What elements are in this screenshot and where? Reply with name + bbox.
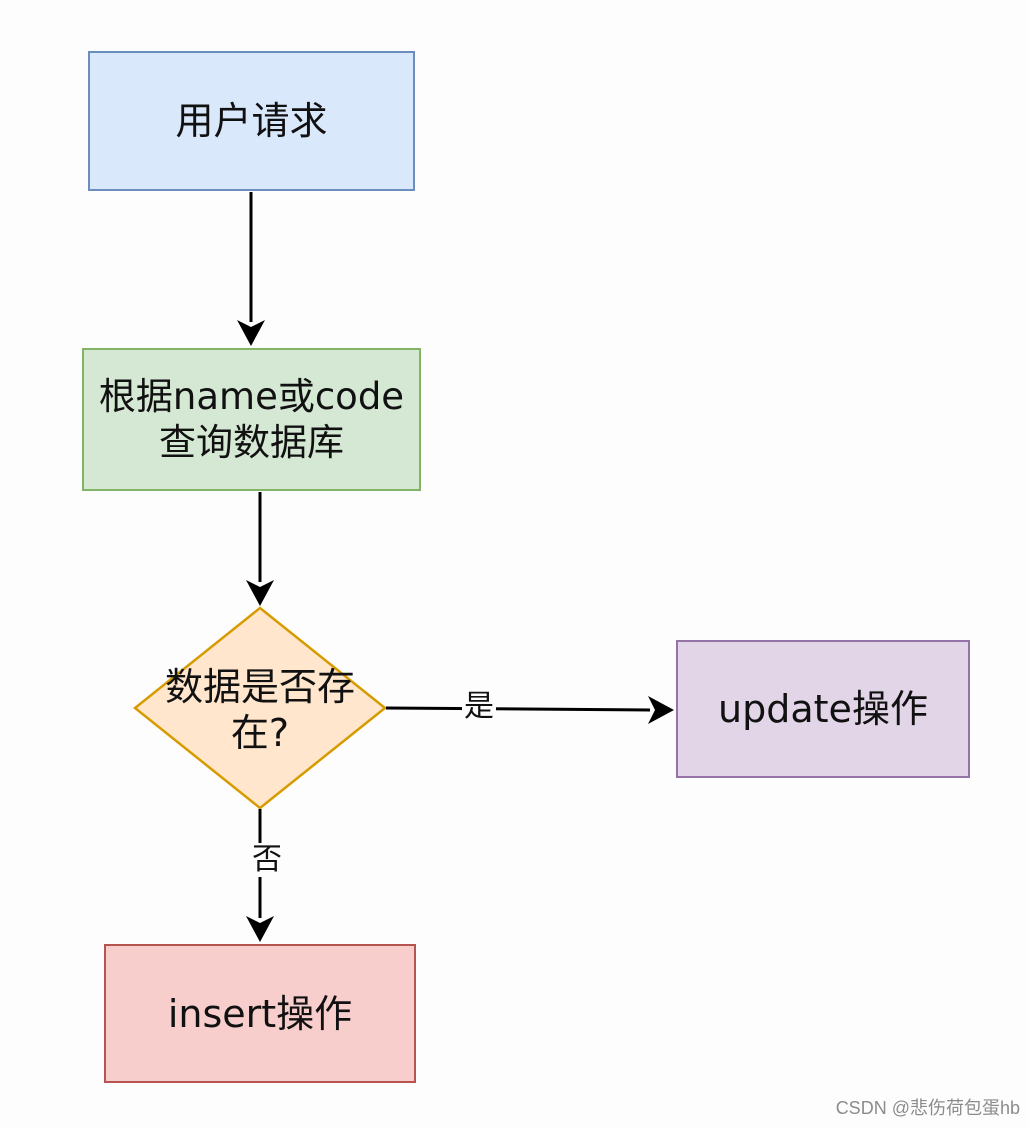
query-database-node: 根据name或code 查询数据库	[82, 348, 421, 491]
query-database-label-line1: 根据name或code	[98, 374, 405, 418]
arrowhead-decision-to-update	[648, 696, 674, 724]
user-request-label: 用户请求	[175, 99, 328, 143]
update-operation-label: update操作	[718, 687, 928, 731]
edge-label-yes: 是	[462, 689, 496, 724]
user-request-node: 用户请求	[88, 51, 415, 191]
csdn-watermark: CSDN @悲伤荷包蛋hb	[835, 1098, 1020, 1118]
edge-label-no: 否	[250, 842, 284, 877]
decision-label-line2: 在?	[230, 711, 290, 755]
edge-decision-to-update	[385, 706, 651, 712]
query-database-label-line2: 查询数据库	[159, 420, 344, 464]
decision-label-line1: 数据是否存	[164, 665, 355, 709]
data-exists-decision-label: 数据是否存 在?	[140, 660, 380, 760]
arrowhead-query-to-decision	[246, 580, 274, 606]
update-operation-node: update操作	[676, 640, 970, 778]
insert-operation-label: insert操作	[167, 991, 353, 1036]
arrowhead-decision-to-insert	[246, 916, 274, 942]
insert-operation-node: insert操作	[104, 944, 416, 1083]
arrowhead-request-to-query	[237, 320, 265, 346]
decision-diamond	[132, 606, 388, 810]
